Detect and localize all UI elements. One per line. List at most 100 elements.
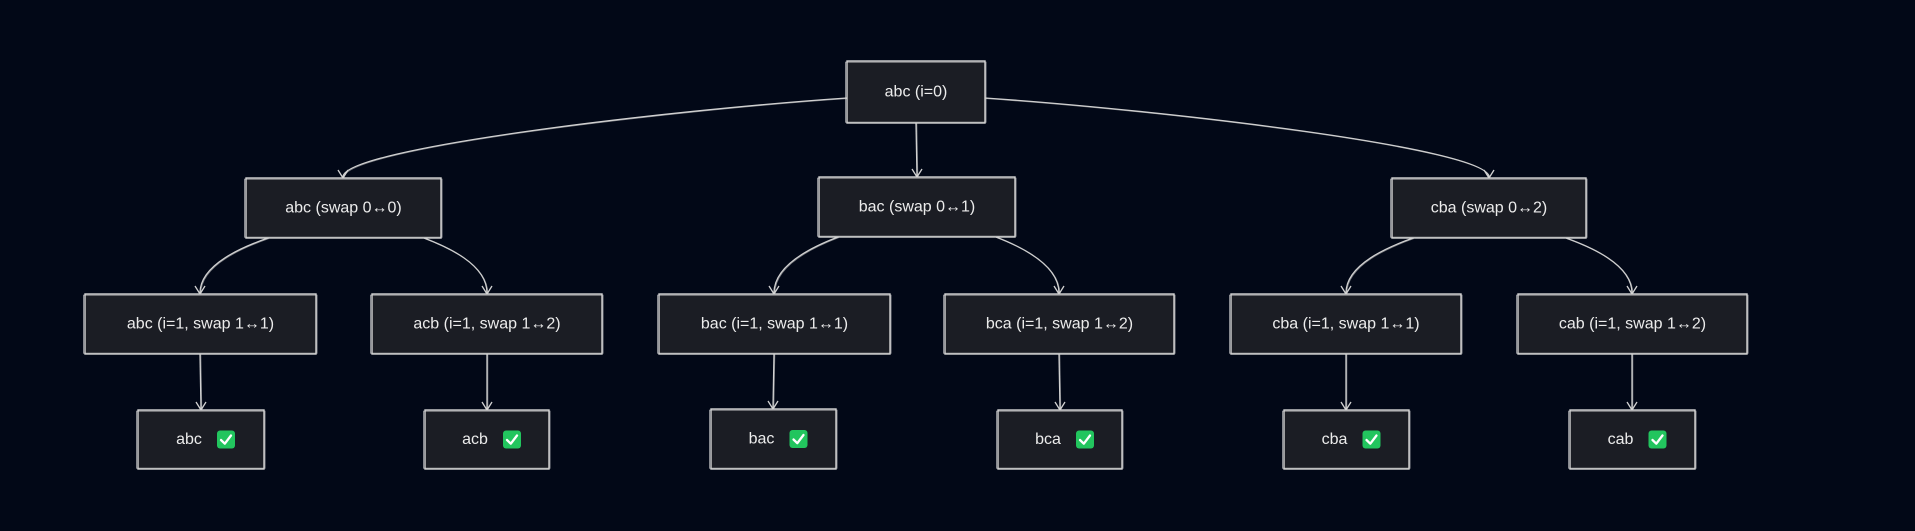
edge-line: [1058, 353, 1061, 410]
edge-line-sketch: [1059, 354, 1062, 410]
node-label: bca: [1035, 431, 1061, 448]
node-label: bca (i=1, swap 1↔2): [986, 316, 1133, 333]
edge-line-sketch: [774, 237, 839, 294]
node-box: [84, 293, 317, 355]
check-mark-icon: [1362, 430, 1381, 449]
edge-line-sketch: [1346, 238, 1414, 294]
arrowhead-icon: [1483, 169, 1495, 179]
tree-node-l2-2: bac (i=1, swap 1↔1): [657, 293, 892, 355]
tree-node-l2-5: cab (i=1, swap 1↔2): [1516, 293, 1749, 355]
node-box-sketch: [817, 177, 1017, 237]
node-label: acb (i=1, swap 1↔2): [413, 316, 560, 333]
edge-root-to-l1-1: [911, 122, 923, 178]
node-box: [658, 293, 891, 355]
edge-line-sketch: [343, 98, 848, 178]
node-box: [710, 408, 837, 470]
node-box-sketch: [996, 410, 1124, 469]
edge-line: [199, 353, 202, 410]
edge-line-sketch: [916, 123, 919, 177]
node-box-sketch: [1516, 294, 1749, 354]
edge-root-to-l1-0: [337, 97, 848, 179]
node-box-sketch: [1282, 410, 1411, 469]
tree-node-leaf-3: bca: [996, 409, 1124, 470]
node-box-sketch: [1568, 410, 1697, 469]
node-box: [424, 409, 550, 470]
edge-line-sketch: [200, 354, 203, 410]
node-box-sketch: [709, 409, 838, 469]
node-label: cab (i=1, swap 1↔2): [1559, 316, 1706, 333]
tree-node-l1-0: abc (swap 0↔0): [244, 177, 443, 239]
edge-line-sketch: [985, 98, 1491, 178]
edge-l1-1-to-l2-3: [995, 236, 1065, 295]
node-box: [137, 409, 265, 470]
node-box-sketch: [1390, 178, 1588, 238]
check-mark-icon: [503, 430, 521, 449]
edge-line: [773, 236, 839, 294]
tree-node-leaf-0: abc: [136, 409, 266, 470]
edge-l2-0-to-leaf-0: [195, 353, 207, 411]
node-box: [1283, 409, 1410, 470]
tree-node-root: abc (i=0): [845, 60, 987, 124]
edge-line: [1565, 237, 1633, 294]
edge-line-sketch: [773, 354, 776, 409]
edge-l2-4-to-leaf-4: [1340, 354, 1352, 411]
edge-l1-0-to-l2-1: [423, 237, 493, 295]
node-box: [1230, 293, 1462, 355]
edge-line: [995, 236, 1060, 294]
edges-layer: [194, 97, 1638, 411]
node-label: cba: [1322, 431, 1348, 448]
check-mark-icon: [789, 430, 808, 448]
tree-node-l2-0: abc (i=1, swap 1↔1): [83, 293, 318, 355]
node-label: abc (swap 0↔0): [285, 200, 402, 217]
edge-l1-0-to-l2-0: [194, 237, 269, 295]
node-label: bac (i=1, swap 1↔1): [701, 316, 848, 333]
tree-node-l1-2: cba (swap 0↔2): [1390, 177, 1588, 239]
node-box: [245, 177, 442, 239]
arrowhead-icon: [337, 169, 349, 179]
node-label: acb: [462, 431, 488, 448]
tree-node-leaf-5: cab: [1568, 409, 1697, 470]
node-box: [371, 293, 603, 355]
edge-l2-2-to-leaf-2: [767, 353, 779, 410]
edge-line: [984, 97, 1490, 178]
node-box-sketch: [657, 294, 892, 354]
node-label: cba (swap 0↔2): [1431, 200, 1548, 217]
node-box: [997, 409, 1123, 470]
node-box: [1517, 293, 1748, 355]
check-mark-icon: [217, 430, 235, 449]
edge-line: [342, 97, 848, 178]
tree-node-leaf-4: cba: [1282, 409, 1411, 470]
node-box-sketch: [83, 294, 318, 354]
node-box: [818, 176, 1016, 238]
node-box-sketch: [423, 410, 551, 469]
tree-node-l1-1: bac (swap 0↔1): [817, 176, 1017, 238]
node-box-sketch: [136, 410, 266, 469]
edge-line: [423, 237, 488, 294]
node-box: [1391, 177, 1587, 239]
node-label: abc (i=1, swap 1↔1): [127, 316, 274, 333]
node-box-sketch: [244, 178, 443, 238]
node-box-sketch: [943, 294, 1176, 354]
node-label: cab: [1608, 431, 1634, 448]
edge-l1-2-to-l2-5: [1565, 237, 1638, 295]
node-label: abc: [176, 431, 202, 448]
nodes-layer: abc (i=0) abc (swap 0↔0) bac (swap 0↔1) cba…: [83, 60, 1749, 470]
node-box-sketch: [1229, 294, 1463, 354]
edge-line-sketch: [200, 238, 269, 294]
node-box: [944, 293, 1175, 355]
node-box: [846, 60, 986, 124]
check-mark-icon: [1076, 430, 1094, 449]
tree-node-l2-4: cba (i=1, swap 1↔1): [1229, 293, 1463, 355]
edge-l2-1-to-leaf-1: [481, 354, 493, 411]
edge-line: [915, 122, 918, 177]
edge-line-sketch: [1566, 238, 1634, 294]
node-label: abc (i=0): [885, 84, 948, 101]
tree-node-leaf-1: acb: [423, 409, 551, 470]
node-label: bac: [749, 431, 775, 448]
edge-l2-5-to-leaf-5: [1626, 354, 1638, 411]
node-box: [1569, 409, 1696, 470]
tree-node-l2-3: bca (i=1, swap 1↔2): [943, 293, 1176, 355]
edge-line-sketch: [424, 238, 489, 294]
edge-l1-2-to-l2-4: [1340, 237, 1414, 295]
node-label: bac (swap 0↔1): [859, 199, 976, 216]
